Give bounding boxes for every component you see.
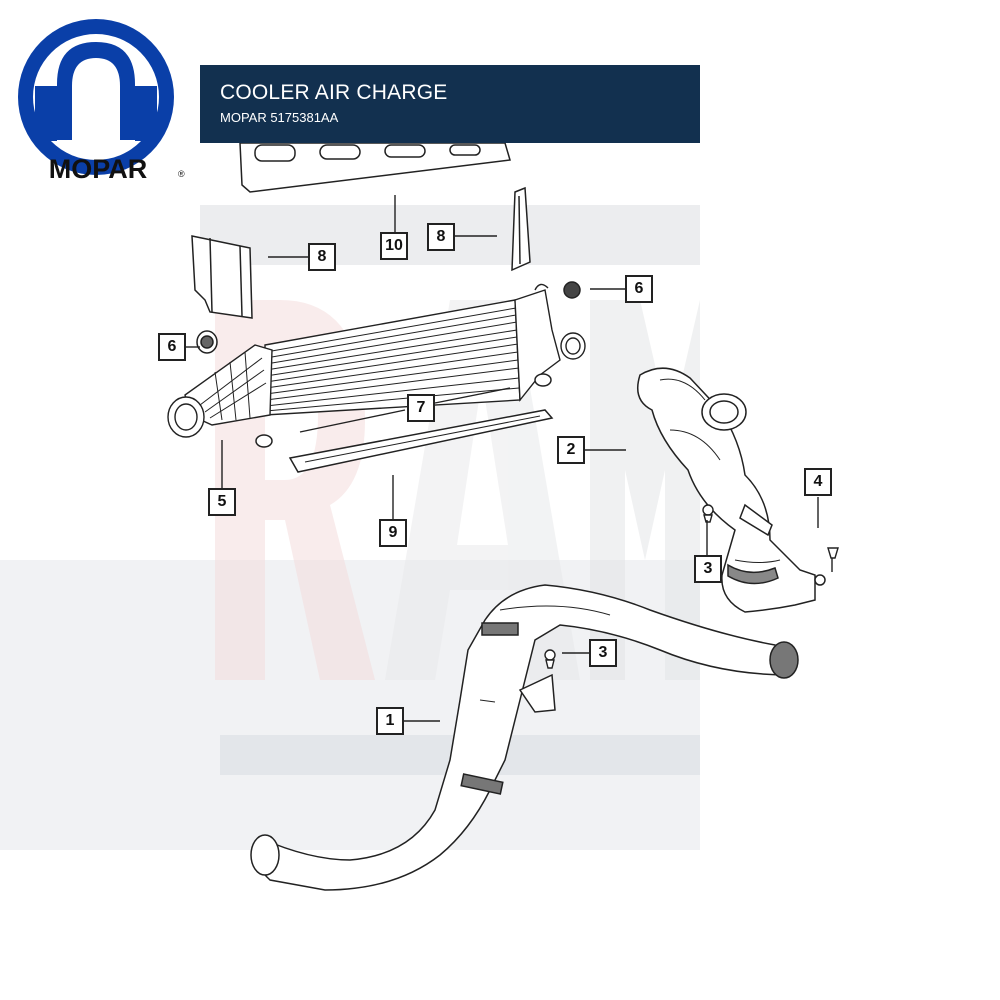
callout-7[interactable]: 7 xyxy=(407,394,435,422)
part-1-lower-hose xyxy=(250,584,799,891)
callout-6-right[interactable]: 6 xyxy=(625,275,653,303)
callout-4[interactable]: 4 xyxy=(804,468,832,496)
page-title: COOLER AIR CHARGE xyxy=(220,81,448,104)
part-2-upper-hose xyxy=(637,367,826,613)
callout-9[interactable]: 9 xyxy=(379,519,407,547)
part-8-left-bracket xyxy=(191,235,253,319)
callout-10[interactable]: 10 xyxy=(380,232,408,260)
svg-text:®: ® xyxy=(178,169,185,179)
leader-lines xyxy=(186,195,819,722)
header-banner: COOLER AIR CHARGE MOPAR 5175381AA xyxy=(200,65,700,143)
callout-1[interactable]: 1 xyxy=(376,707,404,735)
part-10-shield xyxy=(239,142,511,193)
callout-3-lower[interactable]: 3 xyxy=(589,639,617,667)
part-8-right-strip xyxy=(511,186,531,272)
part-6-grommets xyxy=(196,281,581,448)
callout-3-upper[interactable]: 3 xyxy=(694,555,722,583)
callout-8-right[interactable]: 8 xyxy=(427,223,455,251)
mopar-wordmark: MOPAR xyxy=(49,154,148,184)
mopar-logo: MOPAR ® xyxy=(18,19,185,184)
callout-5[interactable]: 5 xyxy=(208,488,236,516)
part-number: MOPAR 5175381AA xyxy=(220,110,339,125)
part-5-air-cooler xyxy=(167,283,586,438)
callout-6-left[interactable]: 6 xyxy=(158,333,186,361)
callout-8-left[interactable]: 8 xyxy=(308,243,336,271)
callout-2[interactable]: 2 xyxy=(557,436,585,464)
fasteners xyxy=(544,504,839,669)
part-9-lower-strip xyxy=(288,409,554,473)
